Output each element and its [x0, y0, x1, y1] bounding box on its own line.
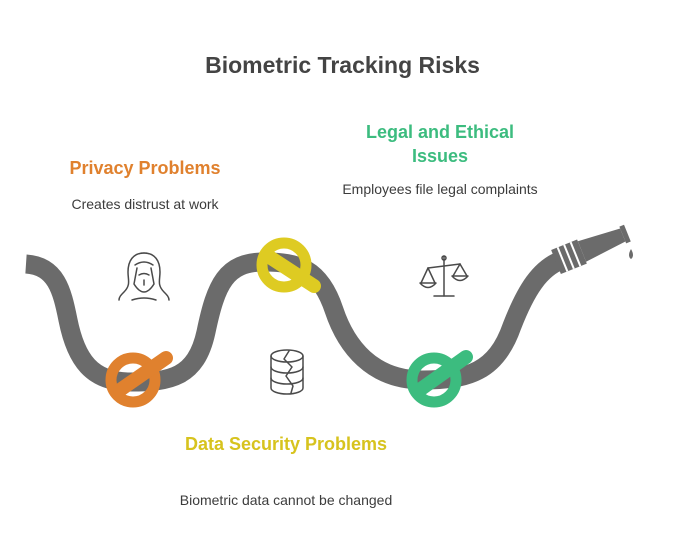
hose-nozzle-icon: [551, 224, 631, 275]
legal-ethical-knot: [406, 350, 473, 408]
legal-ethical-heading: Legal and Ethical Issues: [365, 122, 515, 166]
data-security-description: Biometric data cannot be changed: [179, 492, 393, 508]
privacy-knot: [105, 351, 173, 408]
water-drop-icon: [629, 249, 633, 259]
data-security-knot: [256, 237, 321, 293]
data-security-heading: Data Security Problems: [184, 434, 388, 454]
scales-icon: [419, 255, 469, 297]
hooded-person-icon: [118, 252, 170, 301]
privacy-problems-heading: Privacy Problems: [69, 158, 221, 178]
legal-ethical-description: Employees file legal complaints: [342, 181, 538, 197]
privacy-problems-description: Creates distrust at work: [71, 196, 219, 212]
diagram-title: Biometric Tracking Risks: [205, 52, 480, 78]
broken-database-icon: [270, 349, 304, 395]
